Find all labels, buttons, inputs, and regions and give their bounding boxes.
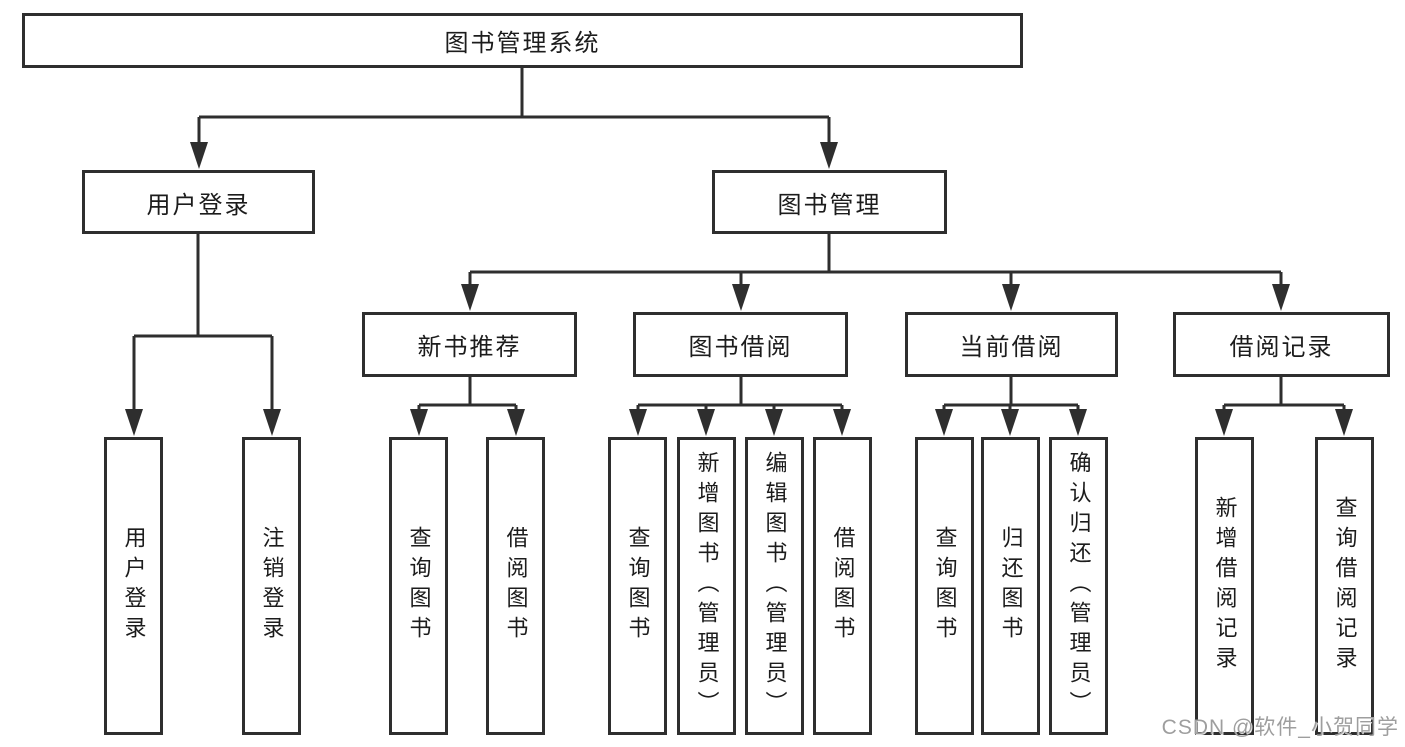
node-book-management: 图书管理	[712, 170, 947, 234]
node-new-book-recommend: 新书推荐	[362, 312, 577, 377]
leaf-query-borrow-record: 查询借阅记录	[1315, 437, 1374, 735]
node-borrow-records: 借阅记录	[1173, 312, 1390, 377]
leaf-edit-book-admin: 编辑图书（管理员）	[745, 437, 804, 735]
arrowheads	[125, 142, 1353, 436]
node-user-login: 用户登录	[82, 170, 315, 234]
leaf-borrow-books: 借阅图书	[813, 437, 872, 735]
leaf-return-book: 归还图书	[981, 437, 1040, 735]
leaf-borrow-books-recommend: 借阅图书	[486, 437, 545, 735]
leaf-query-books-recommend: 查询图书	[389, 437, 448, 735]
connector-stems	[132, 67, 1346, 412]
leaf-query-books-borrow: 查询图书	[608, 437, 667, 735]
csdn-watermark: CSDN @软件_小贺同学	[1161, 716, 1399, 739]
leaf-user-login: 用户登录	[104, 437, 163, 735]
leaf-add-book-admin: 新增图书（管理员）	[677, 437, 736, 735]
node-current-borrow: 当前借阅	[905, 312, 1118, 377]
leaf-query-books-current: 查询图书	[915, 437, 974, 735]
node-library-system: 图书管理系统	[22, 13, 1023, 68]
node-book-borrow: 图书借阅	[633, 312, 848, 377]
leaf-confirm-return-admin: 确认归还（管理员）	[1049, 437, 1108, 735]
leaf-add-borrow-record: 新增借阅记录	[1195, 437, 1254, 735]
leaf-logout: 注销登录	[242, 437, 301, 735]
